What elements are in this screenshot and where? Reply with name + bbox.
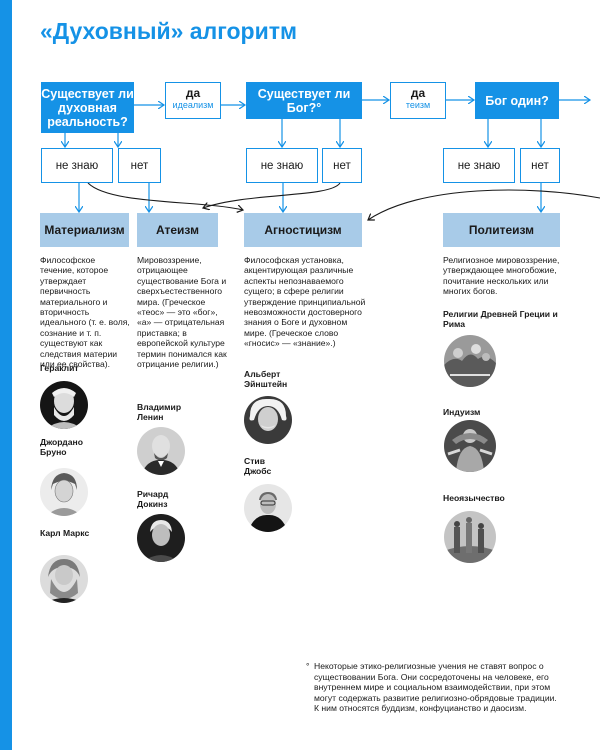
person-name-einstein: Альберт Эйнштейн bbox=[244, 369, 288, 390]
person-name-jobs: Стив Джобс bbox=[244, 456, 272, 477]
description-agnosticism: Философская установка, акцентирующая раз… bbox=[244, 255, 366, 349]
category-atheism: Атеизм bbox=[137, 213, 218, 247]
footnote: ° Некоторые этико-религиозные учения не … bbox=[306, 661, 564, 714]
question-spiritual-reality: Существует ли духовная реальность? bbox=[41, 82, 134, 133]
portrait-jobs bbox=[244, 484, 292, 532]
image-neopaganism bbox=[444, 511, 496, 563]
portrait-bruno bbox=[40, 468, 88, 516]
yes-term: идеализм bbox=[172, 100, 214, 110]
person-name-dawkins: Ричард Докинз bbox=[137, 489, 169, 510]
category-materialism: Материализм bbox=[40, 213, 129, 247]
yes-word: да bbox=[185, 86, 201, 100]
portrait-heraclitus bbox=[40, 381, 88, 429]
person-name-heraclitus: Гераклит bbox=[40, 363, 79, 373]
religion-name-hinduism: Индуизм bbox=[443, 407, 481, 417]
person-name-lenin: Владимир Ленин bbox=[137, 402, 182, 423]
portrait-dawkins bbox=[137, 514, 185, 562]
left-accent-bar bbox=[0, 0, 12, 750]
person-name-bruno: Джордано Бруно bbox=[40, 437, 83, 458]
portrait-marx bbox=[40, 555, 88, 603]
answer-dont-know-1: не знаю bbox=[41, 148, 113, 183]
description-polytheism: Религиозное мировоззрение, утверждающее … bbox=[443, 255, 560, 297]
yes-theism-box: да теизм bbox=[390, 82, 446, 119]
portrait-einstein bbox=[244, 396, 292, 444]
portrait-lenin bbox=[137, 427, 185, 475]
yes-word: да bbox=[410, 86, 426, 100]
description-atheism: Мировоззрение, отрицающее существование … bbox=[137, 255, 227, 370]
footnote-mark: ° bbox=[306, 661, 310, 671]
answer-dont-know-2: не знаю bbox=[246, 148, 318, 183]
religion-name-greece-rome: Религии Древней Греции и Рима bbox=[443, 309, 558, 330]
answer-dont-know-3: не знаю bbox=[443, 148, 515, 183]
answer-no-3: нет bbox=[520, 148, 560, 183]
question-god-exists: Существует ли Бог?° bbox=[246, 82, 362, 119]
description-materialism: Философское течение, которое утверждает … bbox=[40, 255, 130, 370]
religion-name-neopaganism: Неоязычество bbox=[443, 493, 505, 503]
yes-idealism-box: да идеализм bbox=[165, 82, 221, 119]
answer-no-2: нет bbox=[322, 148, 362, 183]
footnote-text: Некоторые этико-религиозные учения не ст… bbox=[314, 661, 557, 713]
page-title: «Духовный» алгоритм bbox=[40, 18, 297, 44]
question-one-god: Бог один? bbox=[475, 82, 559, 119]
person-name-marx: Карл Маркс bbox=[40, 528, 90, 538]
image-greek-roman-religion bbox=[444, 335, 496, 387]
yes-term: теизм bbox=[405, 100, 431, 110]
image-hinduism bbox=[444, 420, 496, 472]
category-polytheism: Политеизм bbox=[443, 213, 560, 247]
category-agnosticism: Агностицизм bbox=[244, 213, 362, 247]
answer-no-1: нет bbox=[118, 148, 161, 183]
